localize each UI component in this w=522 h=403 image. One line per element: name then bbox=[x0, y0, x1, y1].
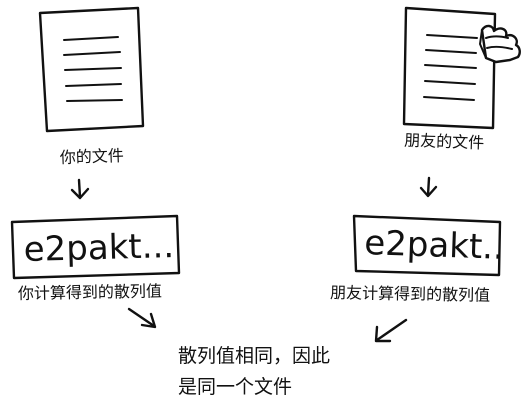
conclusion-line-2: 是同一个文件 bbox=[178, 376, 292, 398]
right-diagonal-arrow-icon bbox=[374, 318, 408, 343]
right-arrow-down-icon bbox=[419, 176, 438, 198]
left-arrow-down-icon bbox=[70, 178, 90, 200]
left-hash-caption: 你计算得到的散列值 bbox=[18, 281, 162, 303]
left-hash-box bbox=[10, 214, 181, 280]
left-document-icon bbox=[38, 6, 145, 133]
conclusion-line-1: 散列值相同，因此 bbox=[178, 345, 330, 367]
right-hash-value: e2pakt.. bbox=[364, 223, 505, 268]
left-document-caption: 你的文件 bbox=[59, 146, 124, 167]
right-document-icon bbox=[402, 6, 497, 130]
right-document-caption: 朋友的文件 bbox=[404, 131, 485, 153]
hand-icon bbox=[479, 24, 521, 64]
right-hash-caption: 朋友计算得到的散列值 bbox=[330, 283, 490, 305]
left-diagonal-arrow-icon bbox=[127, 307, 157, 329]
left-hash-value: e2pakt... bbox=[23, 226, 174, 270]
right-hash-box bbox=[352, 214, 502, 277]
